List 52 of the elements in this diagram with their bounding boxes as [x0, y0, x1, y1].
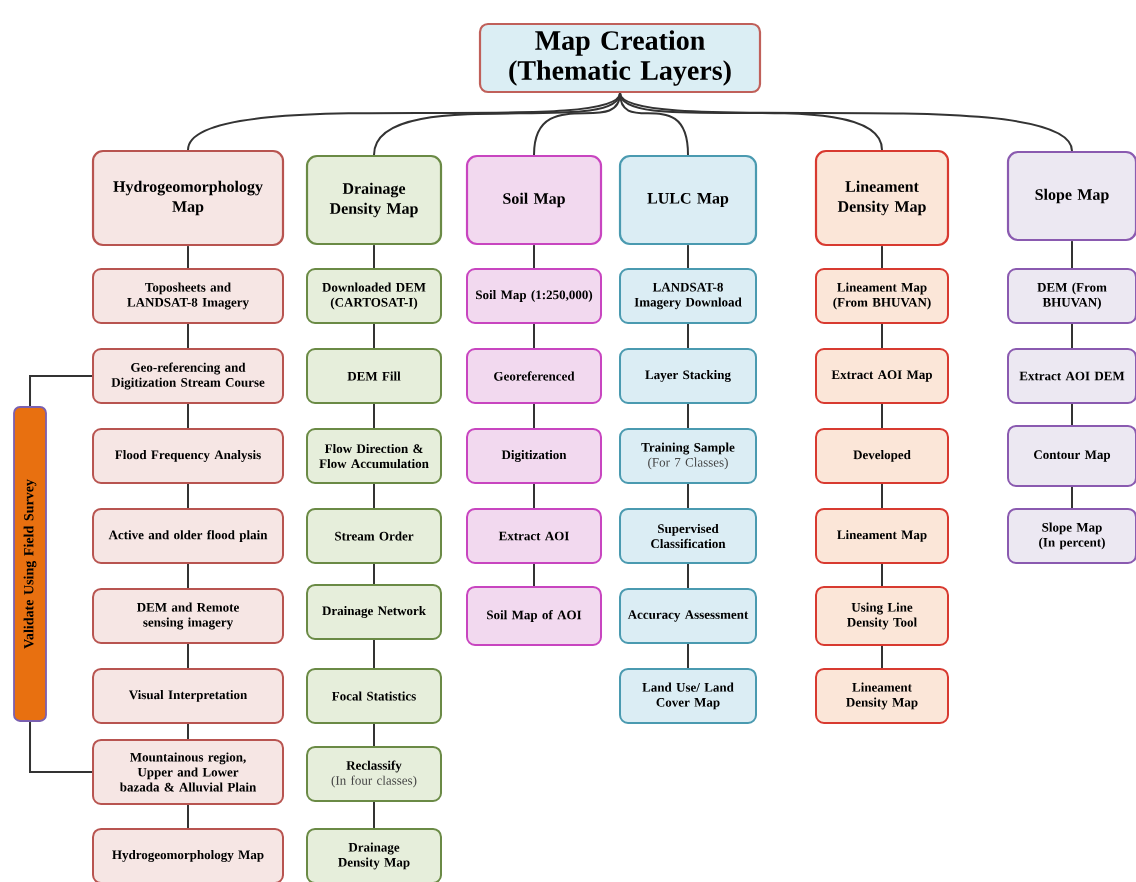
connector-line [687, 244, 689, 269]
connector-line [373, 323, 375, 349]
connector-line [533, 403, 535, 429]
connector-line [1071, 240, 1073, 269]
connector-line [619, 92, 883, 151]
connector-line [373, 801, 375, 829]
connector-line [533, 92, 621, 156]
connector-line [187, 643, 189, 669]
connector-line [533, 244, 535, 269]
connector-line [187, 563, 189, 589]
connector-line [1071, 403, 1073, 426]
connector-line [881, 323, 883, 349]
connector-line [373, 403, 375, 429]
layer-box: LULC Map [618, 154, 758, 246]
connector-line [881, 563, 883, 587]
title-box: Map Creation (Thematic Layers) [478, 22, 762, 94]
connector-line [687, 483, 689, 509]
connector-line [533, 563, 535, 587]
connector-line [533, 323, 535, 349]
connector-line [1071, 486, 1073, 509]
layer-box: Hydrogeomorphology Map [91, 149, 285, 247]
connector-line [373, 723, 375, 747]
connector-line [373, 483, 375, 509]
layer-box: Drainage Density Map [305, 154, 443, 246]
connector-line [881, 403, 883, 429]
connector-line [187, 245, 189, 269]
connector-line [187, 92, 621, 151]
connector-line [187, 403, 189, 429]
connector-line [687, 563, 689, 589]
connector-line [619, 92, 1073, 152]
connector-line [881, 645, 883, 669]
connector-line [687, 643, 689, 669]
connector-line [687, 403, 689, 429]
connector-line [187, 723, 189, 740]
connector-line [619, 92, 689, 156]
connector-line [533, 483, 535, 509]
connector-line [187, 483, 189, 509]
connector-line [373, 244, 375, 269]
connector-line [373, 639, 375, 669]
connector-line [187, 804, 189, 829]
layer-box: Slope Map [1006, 150, 1136, 242]
connector-line [373, 563, 375, 585]
connector-line [29, 375, 93, 408]
connector-line [1071, 323, 1073, 349]
layer-box: Soil Map [465, 154, 603, 246]
connector-line [881, 245, 883, 269]
connector-line [29, 720, 93, 773]
layer-box: Lineament Density Map [814, 149, 950, 247]
connector-line [373, 92, 621, 156]
connector-line [881, 483, 883, 509]
connector-line [687, 323, 689, 349]
connector-line [187, 323, 189, 349]
